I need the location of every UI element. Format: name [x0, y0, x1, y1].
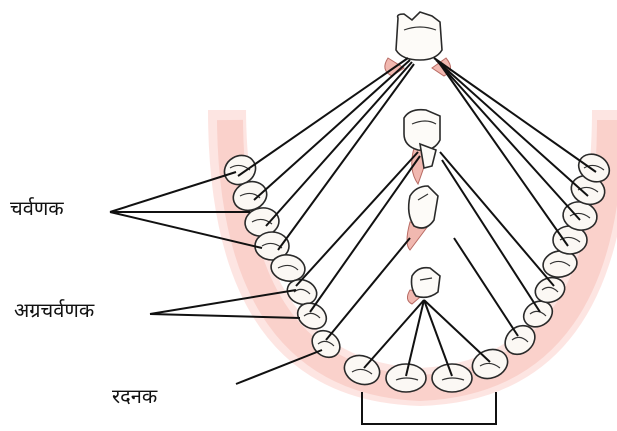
isolated-canine: [407, 186, 438, 250]
isolated-incisor: [407, 268, 440, 304]
isolated-premolar: [404, 110, 440, 184]
label-molars: चर्वणक: [10, 198, 64, 218]
label-canines: रदनक: [112, 386, 157, 406]
label-premolars: अग्रचर्वणक: [14, 300, 94, 320]
